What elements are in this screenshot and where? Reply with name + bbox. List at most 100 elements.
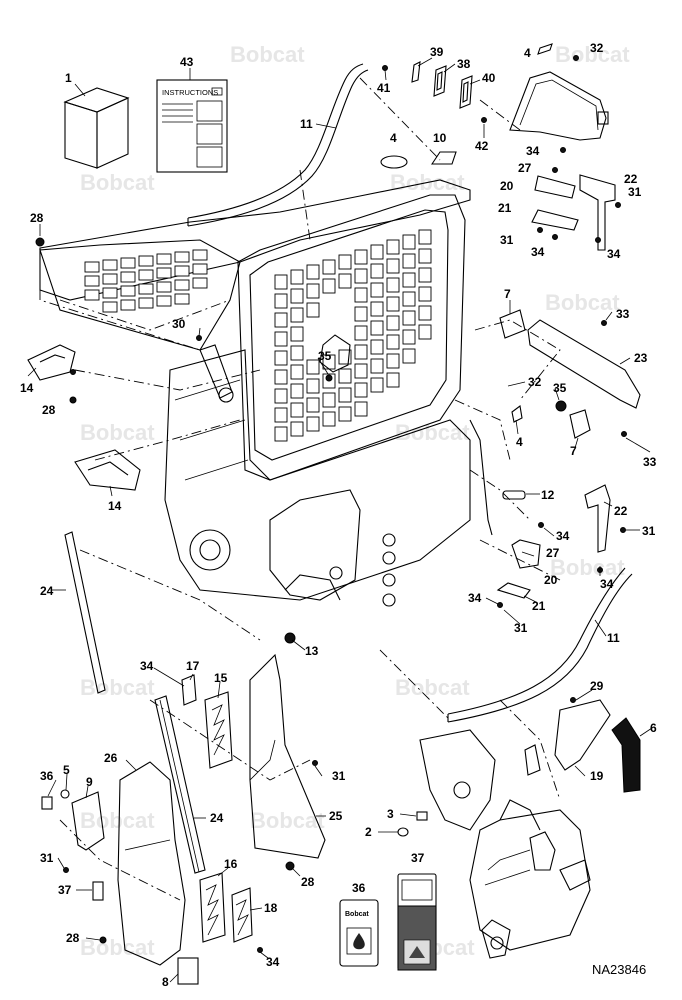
callout-14: 14 <box>20 381 34 395</box>
callout-36: 36 <box>352 881 366 895</box>
watermark: Bobcat <box>395 420 470 445</box>
callout-26: 26 <box>104 751 118 765</box>
callout-30: 30 <box>172 317 186 331</box>
panel-26 <box>117 761 186 966</box>
callout-37: 37 <box>411 851 425 865</box>
assembly-lines <box>39 77 561 901</box>
box-part <box>63 87 130 169</box>
leader-lines <box>27 57 653 983</box>
watermark: Bobcat <box>250 808 325 833</box>
watermark: Bobcat <box>555 42 630 67</box>
watermark: Bobcat <box>545 290 620 315</box>
reservoir-tank <box>469 799 591 959</box>
callout-18: 18 <box>264 901 278 915</box>
bracket-19 <box>524 697 611 776</box>
callout-39: 39 <box>430 45 444 59</box>
callout-31: 31 <box>40 851 54 865</box>
callout-28: 28 <box>30 211 44 225</box>
hinge-brackets <box>181 674 253 943</box>
latch-assembly <box>397 729 496 837</box>
watermark: Bobcat <box>80 675 155 700</box>
callout-20: 20 <box>500 179 514 193</box>
reference-code: NA23846 <box>592 962 647 977</box>
watermark: Bobcat <box>230 42 305 67</box>
pad-10 <box>430 151 457 165</box>
callout-6: 6 <box>650 721 657 735</box>
watermark: Bobcat <box>395 675 470 700</box>
callout-5: 5 <box>63 763 70 777</box>
callout-17: 17 <box>186 659 200 673</box>
panel-25 <box>249 653 326 859</box>
callout-34: 34 <box>468 591 482 605</box>
callout-35: 35 <box>553 381 567 395</box>
strip-24 <box>64 531 206 874</box>
front-window-grid <box>274 229 432 442</box>
callout-12: 12 <box>541 488 555 502</box>
callout-43: 43 <box>180 55 194 69</box>
callout-19: 19 <box>590 769 604 783</box>
callout-15: 15 <box>214 671 228 685</box>
callout-2: 2 <box>365 825 372 839</box>
callout-35: 35 <box>318 349 332 363</box>
callout-33: 33 <box>643 455 657 469</box>
callouts: 1 43 39 38 40 41 42 4 32 11 4 10 34 27 2… <box>20 41 657 989</box>
callout-37: 37 <box>58 883 72 897</box>
callout-41: 41 <box>377 81 391 95</box>
callout-7: 7 <box>504 287 511 301</box>
callout-1: 1 <box>65 71 72 85</box>
callout-21: 21 <box>532 599 546 613</box>
seal-bottom <box>447 567 633 723</box>
side-window-grid <box>84 249 208 313</box>
callout-20: 20 <box>544 573 558 587</box>
callout-32: 32 <box>528 375 542 389</box>
top-right-bracket <box>509 43 609 141</box>
callout-23: 23 <box>634 351 648 365</box>
watermark: Bobcat <box>550 555 625 580</box>
callout-31: 31 <box>500 233 514 247</box>
decal-37 <box>397 873 437 971</box>
callout-34: 34 <box>531 245 545 259</box>
callout-11: 11 <box>300 117 313 131</box>
right-bracket-group-bottom <box>469 419 626 608</box>
callout-38: 38 <box>457 57 471 71</box>
callout-16: 16 <box>224 857 238 871</box>
callout-40: 40 <box>482 71 496 85</box>
callout-33: 33 <box>616 307 630 321</box>
bracket-14 <box>27 237 141 491</box>
watermark: Bobcat <box>80 170 155 195</box>
callout-11: 11 <box>607 631 620 645</box>
callout-34: 34 <box>140 659 154 673</box>
decal-brand: Bobcat <box>345 911 369 918</box>
callout-34: 34 <box>556 529 570 543</box>
callout-31: 31 <box>642 524 656 538</box>
callout-22: 22 <box>624 172 638 186</box>
callout-31: 31 <box>514 621 528 635</box>
callout-25: 25 <box>329 809 343 823</box>
callout-31: 31 <box>332 769 346 783</box>
callout-28: 28 <box>42 403 56 417</box>
hose-6 <box>611 717 641 793</box>
callout-10: 10 <box>433 131 447 145</box>
callout-42: 42 <box>475 139 489 153</box>
callout-24: 24 <box>210 811 224 825</box>
pad-12 <box>502 490 526 500</box>
callout-28: 28 <box>66 931 80 945</box>
callout-13: 13 <box>305 644 319 658</box>
bracket-23 <box>499 309 641 439</box>
callout-24: 24 <box>40 584 54 598</box>
cover-9 <box>41 760 318 985</box>
callout-34: 34 <box>600 577 614 591</box>
instructions-label: INSTRUCTIONS <box>162 88 218 97</box>
callout-31: 31 <box>628 185 642 199</box>
small-brackets <box>382 61 487 123</box>
callout-32: 32 <box>590 41 604 55</box>
callout-36: 36 <box>40 769 54 783</box>
watermark: Bobcat <box>80 808 155 833</box>
decal-36: Bobcat <box>339 899 379 967</box>
callout-9: 9 <box>86 775 93 789</box>
callout-14: 14 <box>108 499 122 513</box>
callout-34: 34 <box>607 247 621 261</box>
callout-28: 28 <box>301 875 315 889</box>
